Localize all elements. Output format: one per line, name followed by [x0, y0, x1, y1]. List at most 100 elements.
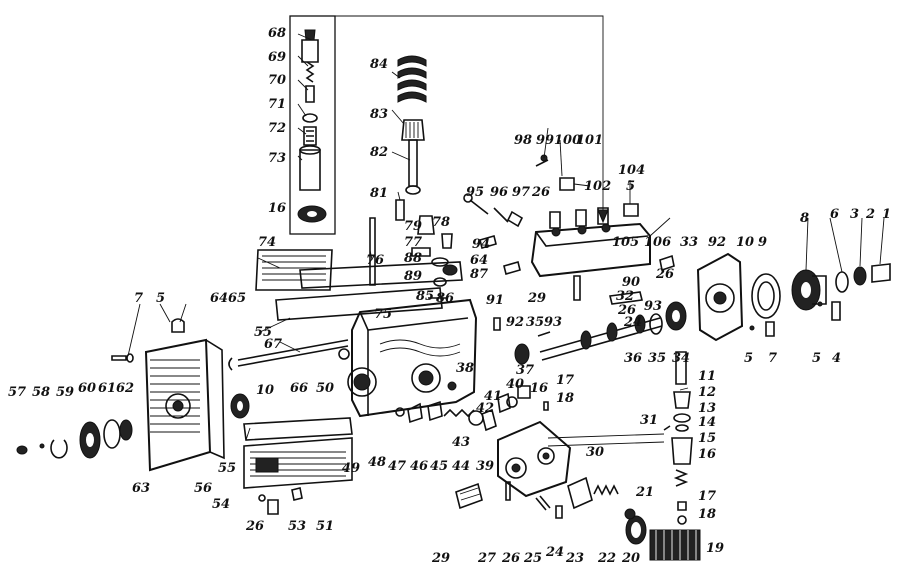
- governor-gear-set: [79, 419, 133, 459]
- label-40: 40: [506, 377, 524, 392]
- label-81: 81: [370, 186, 388, 201]
- label-95: 95: [466, 185, 484, 200]
- label-83: 83: [370, 107, 388, 122]
- label-72: 72: [268, 121, 286, 136]
- bolt-1: [871, 263, 891, 283]
- label-46: 46: [410, 459, 428, 474]
- label-85: 85: [416, 289, 434, 304]
- label-14: 14: [698, 415, 716, 430]
- label-3: 3: [850, 207, 859, 222]
- screw-7-left: [111, 355, 127, 361]
- cover-plate-74: [255, 249, 333, 291]
- screw-and-washer-parts: [411, 233, 458, 299]
- label-26-right: 26: [655, 267, 674, 282]
- ring-35: [649, 313, 663, 335]
- label-90: 90: [622, 275, 640, 290]
- label-33: 33: [680, 235, 698, 250]
- label-15: 15: [698, 431, 716, 446]
- label-58: 58: [32, 385, 50, 400]
- label-43: 43: [452, 435, 470, 450]
- washer-26-bottom: [258, 494, 266, 502]
- label-70: 70: [268, 73, 286, 88]
- cap-104: [623, 203, 639, 217]
- label-34: 34: [672, 351, 690, 366]
- label-93-left: 93: [544, 315, 562, 330]
- label-96: 96: [490, 185, 508, 200]
- screw-24-bottom: [555, 505, 563, 519]
- label-23: 23: [565, 551, 584, 566]
- label-67: 67: [264, 337, 282, 352]
- label-77: 77: [404, 235, 422, 250]
- label-8: 8: [800, 211, 809, 226]
- priming-pump-body: [497, 420, 572, 498]
- label-29-top: 29: [527, 291, 546, 306]
- fitting-29: [455, 482, 483, 510]
- label-56: 56: [194, 481, 212, 496]
- label-86: 86: [436, 291, 454, 306]
- washer-3: [835, 271, 849, 293]
- label-69: 69: [268, 50, 286, 65]
- label-25: 25: [523, 551, 542, 566]
- label-78: 78: [432, 215, 450, 230]
- label-64-top: 64: [470, 253, 488, 268]
- label-59: 59: [56, 385, 74, 400]
- label-84: 84: [370, 57, 388, 72]
- label-16-right: 16: [698, 447, 716, 462]
- label-104: 104: [618, 163, 645, 178]
- circlip-59: [50, 439, 68, 459]
- camshaft: [539, 314, 663, 361]
- label-26-lever: 26: [617, 303, 636, 318]
- pump-housing: [347, 298, 478, 418]
- screw-7-right: [765, 321, 775, 337]
- washer-5-right: [817, 301, 823, 307]
- label-87: 87: [470, 267, 488, 282]
- label-26-bottom: 26: [245, 519, 264, 534]
- label-16-mid: 16: [530, 381, 548, 396]
- label-18-mid: 18: [556, 391, 574, 406]
- label-68: 68: [268, 26, 286, 41]
- label-38: 38: [456, 361, 474, 376]
- label-82: 82: [370, 145, 388, 160]
- label-16-inset: 16: [268, 201, 286, 216]
- label-88: 88: [404, 251, 422, 266]
- label-27: 27: [477, 551, 496, 566]
- label-76: 76: [366, 253, 384, 268]
- label-54: 54: [212, 497, 230, 512]
- plunger-assembly: [395, 55, 435, 235]
- bearing-10-left: [230, 393, 250, 419]
- label-30: 30: [586, 445, 604, 460]
- end-cover: [696, 252, 744, 342]
- label-44: 44: [452, 459, 470, 474]
- label-22: 22: [597, 551, 616, 566]
- label-18-right: 18: [698, 507, 716, 522]
- label-55-bottom: 55: [218, 461, 236, 476]
- label-24-right: 24: [623, 315, 642, 330]
- label-61: 61: [98, 381, 116, 396]
- gasket-55-lower: [243, 417, 353, 441]
- pump-head-block: [530, 207, 651, 301]
- label-35-left: 35: [526, 315, 544, 330]
- washer-92: [514, 343, 530, 365]
- name-plate-54: [243, 437, 353, 489]
- arrow-head-icon: [597, 209, 609, 224]
- reference-arrow-line: [335, 15, 604, 220]
- label-10-left: 10: [256, 383, 274, 398]
- label-92-top: 92: [708, 235, 726, 250]
- label-21: 21: [635, 485, 654, 500]
- label-53: 53: [288, 519, 306, 534]
- label-12: 12: [698, 385, 716, 400]
- label-102: 102: [584, 179, 611, 194]
- label-49: 49: [342, 461, 360, 476]
- label-92-bottom: 92: [506, 315, 524, 330]
- label-97: 97: [512, 185, 530, 200]
- screw-106: [659, 254, 675, 272]
- label-105: 105: [612, 235, 639, 250]
- pin-50: [338, 348, 350, 360]
- label-5-top: 5: [626, 179, 635, 194]
- label-2: 2: [865, 207, 875, 222]
- label-42: 42: [476, 401, 494, 416]
- part-number-labels: 68 69 70 71 72 73 16 84 83 82 81 78 79 7…: [8, 26, 891, 566]
- label-9: 9: [758, 235, 767, 250]
- label-60: 60: [78, 381, 96, 396]
